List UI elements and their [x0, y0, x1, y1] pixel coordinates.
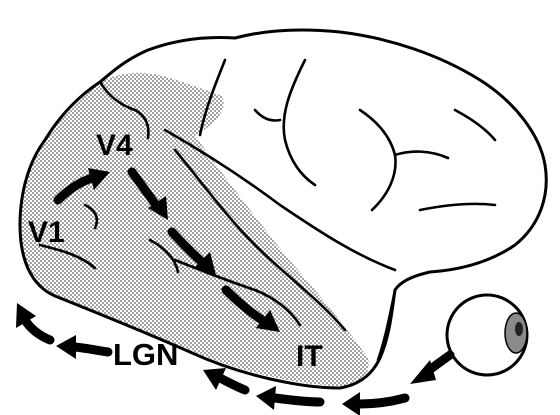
arcuate-sulcus	[358, 108, 397, 212]
central-sulcus	[282, 58, 317, 187]
retinal-pathway-arrows	[16, 303, 455, 415]
frontal-sulcus-small	[453, 108, 497, 142]
arrow-icon	[221, 285, 280, 332]
arrow-icon	[342, 392, 410, 415]
intraparietal-sulcus	[198, 58, 227, 137]
arrow-icon	[203, 368, 250, 395]
superior-temporal-sulcus	[173, 148, 347, 332]
ventral-stream-region	[19, 72, 369, 387]
temporal-lobe-edge	[376, 288, 397, 362]
ventral-stream-arrows	[53, 167, 280, 332]
area-label-v1: V1	[28, 216, 65, 249]
arrow-icon	[410, 350, 455, 384]
arcuate-branch	[393, 150, 450, 160]
occipital-sulcus-small	[83, 203, 99, 230]
arrow-icon	[56, 335, 113, 359]
arrow-icon	[167, 227, 216, 275]
arrow-icon	[16, 303, 55, 345]
area-label-v4: V4	[96, 129, 133, 162]
sylvian-fissure	[163, 128, 397, 272]
pupil	[515, 322, 523, 336]
lunate-sulcus	[98, 80, 150, 140]
arrow-icon	[256, 386, 325, 410]
area-label-it: IT	[296, 340, 323, 373]
principal-sulcus	[418, 202, 497, 212]
parietal-sulcus-small	[253, 108, 282, 122]
arrow-icon	[53, 168, 110, 205]
arrow-icon	[127, 167, 168, 220]
relay-label-lgn: LGN	[113, 337, 178, 372]
eye-icon	[445, 293, 529, 377]
temporal-sulcus-branch	[148, 238, 180, 274]
brain-outline	[18, 28, 548, 390]
inferior-occipital-sulcus	[38, 243, 97, 270]
